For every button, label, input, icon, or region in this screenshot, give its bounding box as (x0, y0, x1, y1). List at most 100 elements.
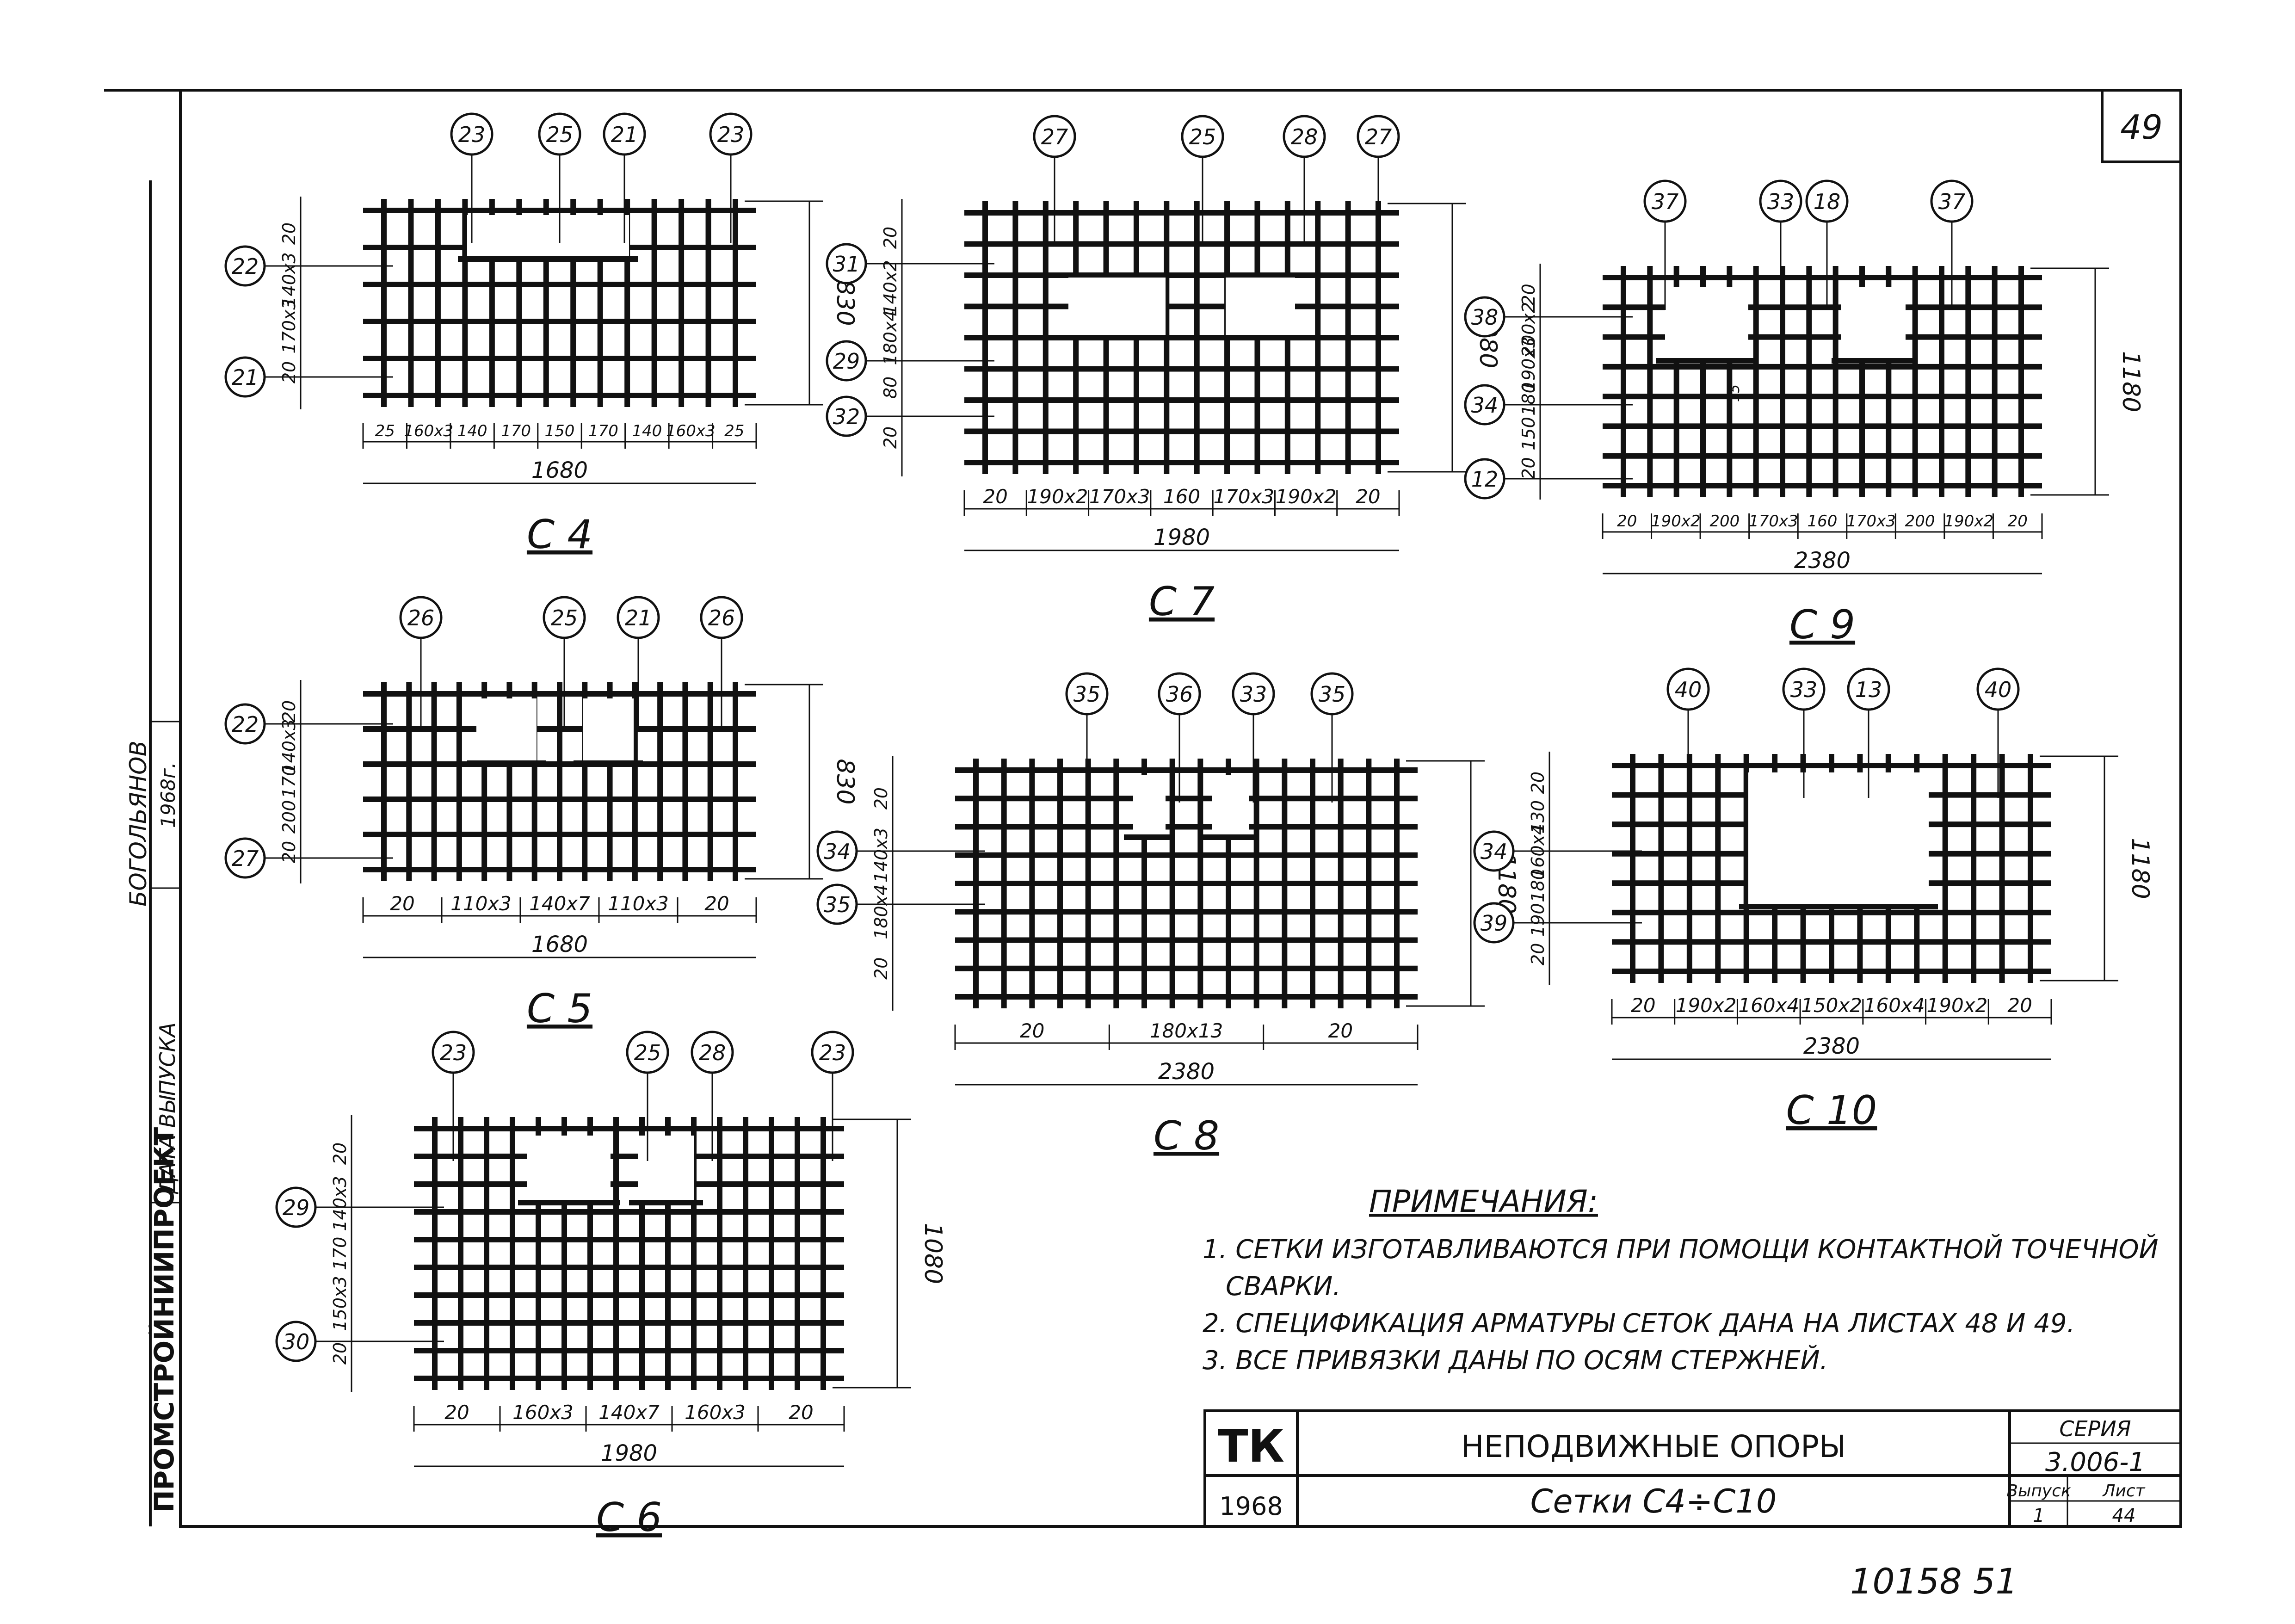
issue-label: Выпуск (2006, 1482, 2071, 1501)
bottom-dim-value: 20 (1328, 1019, 1353, 1042)
left-dim-value: 20 (279, 700, 299, 722)
sheet-frame (179, 89, 2182, 1528)
callout-bubble (1283, 115, 1326, 158)
left-dim-value: 20 (871, 787, 891, 809)
callout-bubble (1181, 115, 1224, 158)
callout-bubble (224, 245, 266, 287)
left-dim-value: 20 (279, 361, 299, 383)
total-dim-value: 1980 (1154, 525, 1210, 550)
callout-bubble (626, 1031, 669, 1074)
callout-bubble (816, 830, 858, 872)
notes-heading: ПРИМЕЧАНИЯ: (1369, 1184, 1598, 1219)
left-dim-value: 20 (279, 841, 299, 863)
bottom-dim-value: 170 (588, 422, 618, 440)
note-1: 1. СЕТКИ ИЗГОТАВЛИВАЮТСЯ ПРИ ПОМОЩИ КОНТ… (1203, 1235, 2159, 1265)
bottom-dim-value: 160x4 (1864, 994, 1925, 1017)
bottom-dim-value: 170x3 (1213, 485, 1274, 508)
left-dim-value: 190 (1528, 903, 1548, 937)
left-dim-value: 20 (871, 957, 891, 980)
callout-number: 33 (1767, 189, 1795, 214)
callout-bubble (709, 112, 753, 156)
total-dim-value: 2380 (1803, 1033, 1860, 1059)
issue-number: 1 (2033, 1505, 2044, 1526)
bottom-dim-value: 150x2 (1801, 994, 1862, 1017)
mesh-opening (583, 698, 634, 763)
callout-number: 25 (546, 122, 574, 147)
callout-bubble (826, 243, 867, 284)
mesh-opening (1133, 775, 1166, 837)
callout-number: 31 (833, 252, 860, 277)
bottom-dim-value: 160x3 (666, 422, 716, 440)
archive-stamp: 10158 51 (1850, 1561, 2018, 1602)
bottom-dim-value: 170x3 (1089, 485, 1150, 508)
bottom-dim-value: 160x3 (404, 422, 453, 440)
bottom-dim-value: 190x2 (1927, 994, 1988, 1017)
callout-number: 35 (1073, 682, 1101, 707)
mesh-opening (527, 1136, 611, 1203)
bottom-dim-value: 140 (632, 422, 662, 440)
left-dim-value: 140x2 (880, 260, 901, 315)
bottom-dim-value: 170x3 (1846, 512, 1896, 531)
title-year: 1968 (1219, 1492, 1283, 1521)
mesh-opening (1212, 775, 1249, 837)
note-2: 2. СПЕЦИФИКАЦИЯ АРМАТУРЫ СЕТОК ДАНА НА Л… (1203, 1309, 2075, 1339)
left-dim-value: 140x3 (279, 719, 299, 774)
callout-bubble (826, 340, 867, 382)
mesh-opening (1748, 772, 1929, 907)
mesh-opening (1068, 278, 1166, 338)
note-3: 3. ВСЕ ПРИВЯЗКИ ДАНЫ ПО ОСЯМ СТЕРЖНЕЙ. (1203, 1346, 1828, 1376)
callout-bubble (1805, 179, 1849, 223)
callout-bubble (1065, 672, 1109, 716)
mesh-label: С 6 (596, 1494, 662, 1541)
bottom-dim-value: 20 (704, 892, 729, 915)
callout-bubble (1782, 667, 1826, 711)
callout-bubble (603, 112, 646, 156)
callout-number: 30 (283, 1329, 310, 1354)
callout-number: 21 (625, 605, 652, 630)
left-dim-value: 200 (279, 800, 299, 834)
bottom-dim-value: 25 (724, 422, 744, 440)
bottom-dim-value: 20 (2007, 994, 2032, 1017)
bottom-dim-value: 160 (1808, 512, 1838, 531)
left-dim-value: 140x3 (279, 252, 299, 307)
callout-number: 25 (1189, 124, 1216, 149)
callout-bubble (1158, 672, 1201, 716)
callout-bubble (1464, 296, 1505, 338)
mesh-label: С 5 (527, 986, 592, 1032)
project-title: НЕПОДВИЖНЫЕ ОПОРЫ (1461, 1429, 1846, 1464)
left-dim-value: 190x3 (1518, 337, 1539, 392)
callout-bubble (1464, 458, 1505, 500)
bottom-dim-value: 110x3 (608, 892, 669, 915)
callout-bubble (543, 596, 586, 639)
bottom-dim-value: 180x13 (1150, 1019, 1223, 1042)
callout-number: 40 (1675, 677, 1702, 702)
callout-number: 39 (1481, 911, 1508, 936)
bottom-dim-value: 20 (983, 485, 1007, 508)
callout-bubble (1976, 667, 2020, 711)
left-dim-value: 20 (1518, 284, 1539, 306)
left-dim-value: 20 (1528, 772, 1548, 794)
bottom-dim-value: 110x3 (450, 892, 512, 915)
left-dim-value: 140x3 (330, 1176, 350, 1231)
left-dim-value: 170x3 (279, 298, 299, 353)
bottom-dim-value: 190x2 (1944, 512, 1993, 531)
callout-number: 35 (1319, 682, 1346, 707)
bottom-dim-value: 20 (390, 892, 414, 915)
callout-number: 12 (1471, 467, 1499, 492)
bottom-dim-value: 140 (457, 422, 487, 440)
bottom-dim-value: 20 (2008, 512, 2028, 531)
callout-number: 34 (1471, 393, 1499, 418)
callout-number: 21 (611, 122, 638, 147)
mesh-opening (638, 1136, 694, 1203)
callout-bubble (1643, 179, 1687, 223)
mesh-label: С 10 (1786, 1087, 1877, 1134)
left-dim-value: 180x4 (871, 884, 891, 939)
series-label: СЕРИЯ (2059, 1416, 2131, 1441)
mesh-label: С 8 (1154, 1113, 1219, 1159)
callout-number: 23 (440, 1040, 467, 1065)
callout-bubble (1473, 902, 1515, 944)
height-value: 1080 (919, 1223, 947, 1284)
